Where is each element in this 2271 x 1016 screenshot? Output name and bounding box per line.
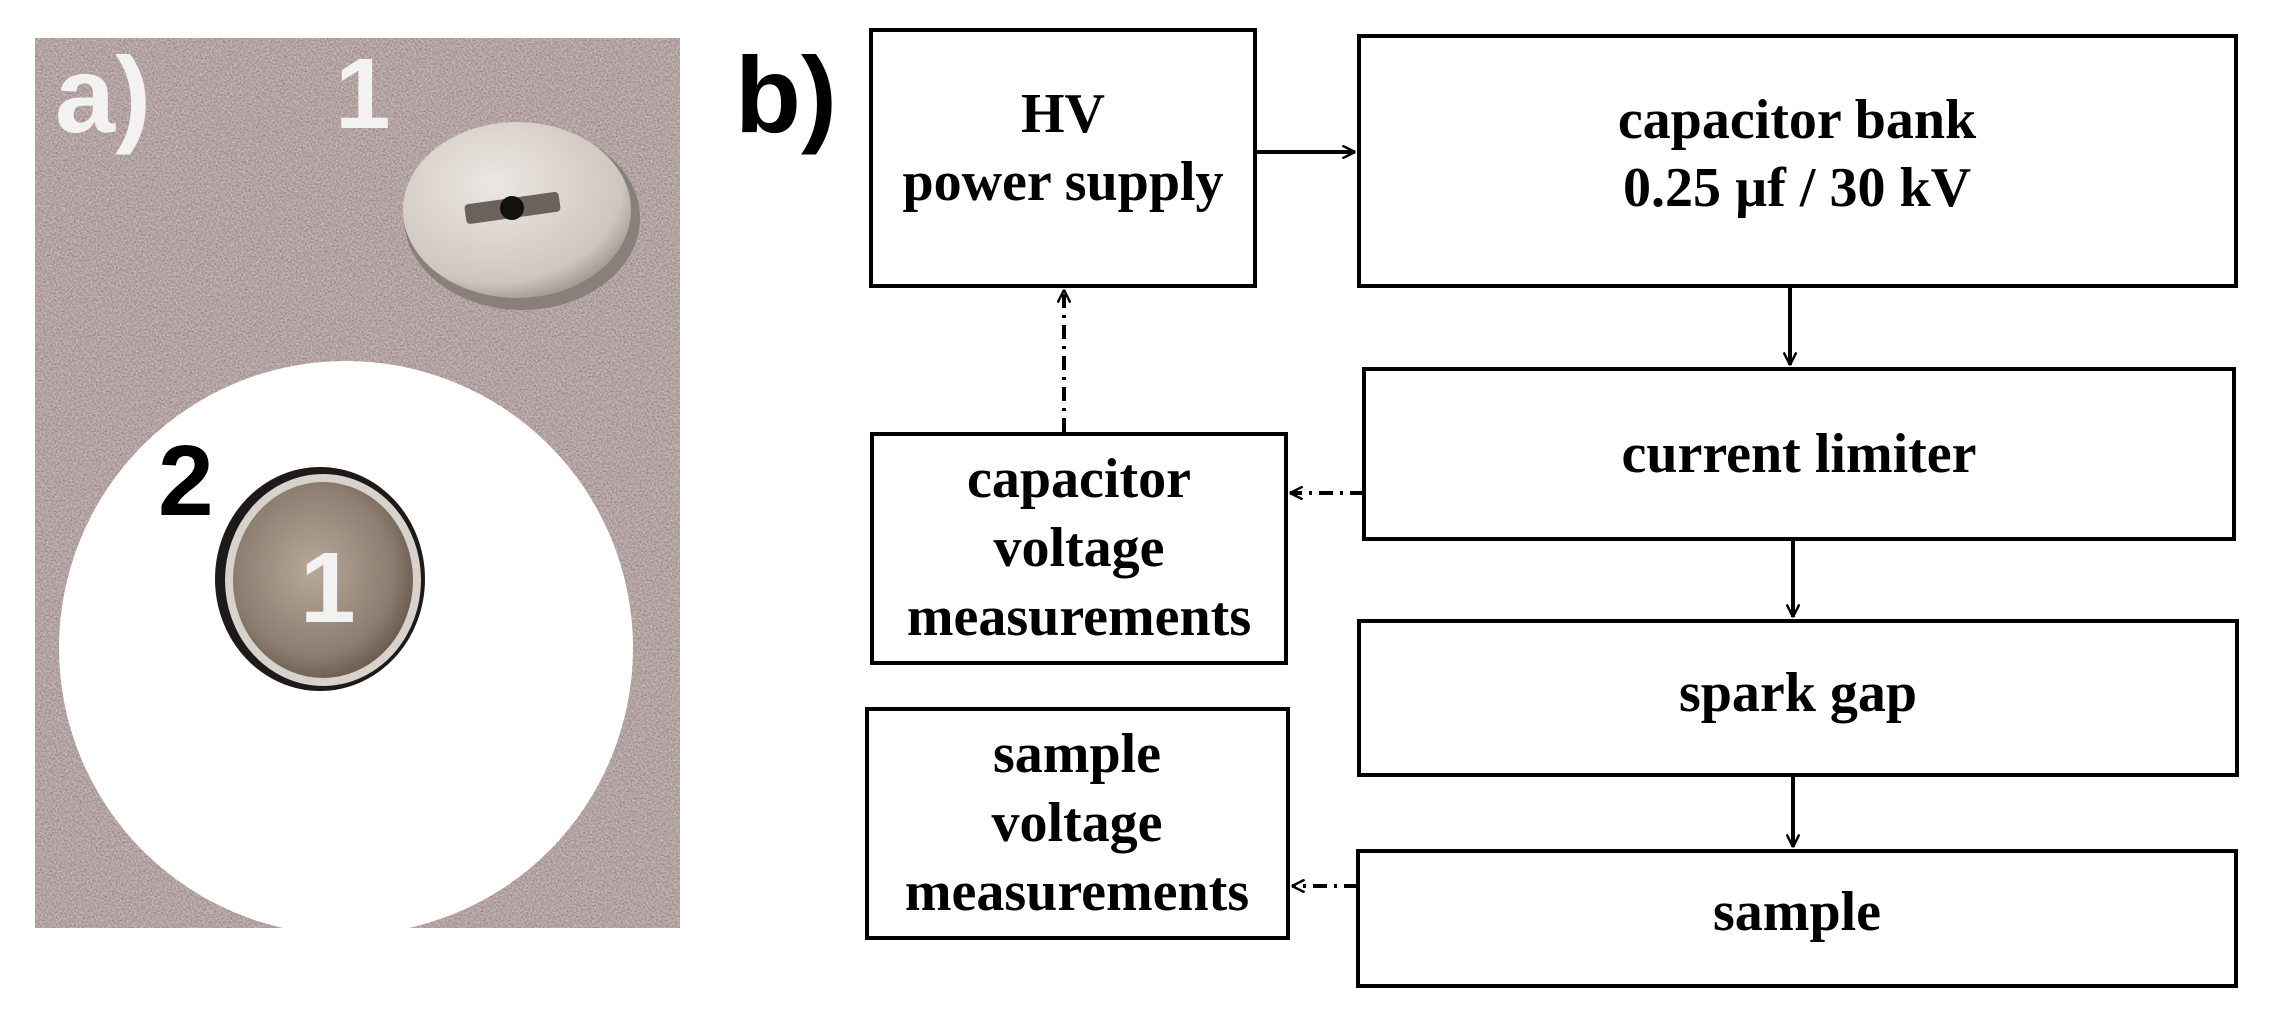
marker-center: 1 bbox=[300, 532, 356, 644]
hv-power-supply-line2: power supply bbox=[902, 151, 1223, 213]
capacitor-bank-text: capacitor bank 0.25 µf / 30 kV bbox=[1618, 89, 1977, 219]
hv-power-supply-line1: HV bbox=[1021, 83, 1105, 145]
sample-voltage-text: sample voltage measurements bbox=[905, 723, 1249, 923]
spark-gap-line1: spark gap bbox=[1679, 662, 1917, 724]
current-limiter-line1: current limiter bbox=[1621, 423, 1976, 485]
spark-gap-text: spark gap bbox=[1679, 662, 1917, 724]
sample-voltage-line1: sample bbox=[993, 723, 1161, 785]
capacitor-bank-line2: 0.25 µf / 30 kV bbox=[1623, 157, 1971, 219]
hv-power-supply-text: HV power supply bbox=[902, 83, 1223, 213]
capacitor-bank-box bbox=[1357, 34, 2238, 288]
current-limiter-box bbox=[1362, 367, 2236, 541]
capacitor-voltage-text: capacitor voltage measurements bbox=[907, 448, 1251, 648]
sample-box bbox=[1356, 849, 2238, 988]
sample-text: sample bbox=[1713, 881, 1881, 943]
sample-voltage-line2: voltage bbox=[991, 792, 1162, 854]
capacitor-voltage-line1: capacitor bbox=[967, 448, 1191, 510]
capacitor-voltage-line2: voltage bbox=[993, 517, 1164, 579]
capacitor-voltage-box bbox=[870, 432, 1288, 665]
current-limiter-text: current limiter bbox=[1621, 423, 1976, 485]
sample-voltage-box bbox=[865, 707, 1290, 940]
electrode-hole bbox=[500, 196, 524, 220]
sample-voltage-line3: measurements bbox=[905, 861, 1249, 923]
spark-gap-box bbox=[1357, 619, 2239, 777]
panel-a-label: a) bbox=[55, 34, 151, 155]
sample-line1: sample bbox=[1713, 881, 1881, 943]
panel-b-label: b) bbox=[735, 34, 837, 155]
capacitor-bank-line1: capacitor bank bbox=[1618, 89, 1977, 151]
marker-top: 1 bbox=[335, 38, 391, 150]
marker-left: 2 bbox=[158, 425, 214, 537]
capacitor-voltage-line3: measurements bbox=[907, 586, 1251, 648]
electrode-cup bbox=[225, 474, 421, 686]
hv-power-supply-box bbox=[869, 28, 1257, 288]
photo-panel: a) 1 2 1 bbox=[35, 34, 680, 935]
